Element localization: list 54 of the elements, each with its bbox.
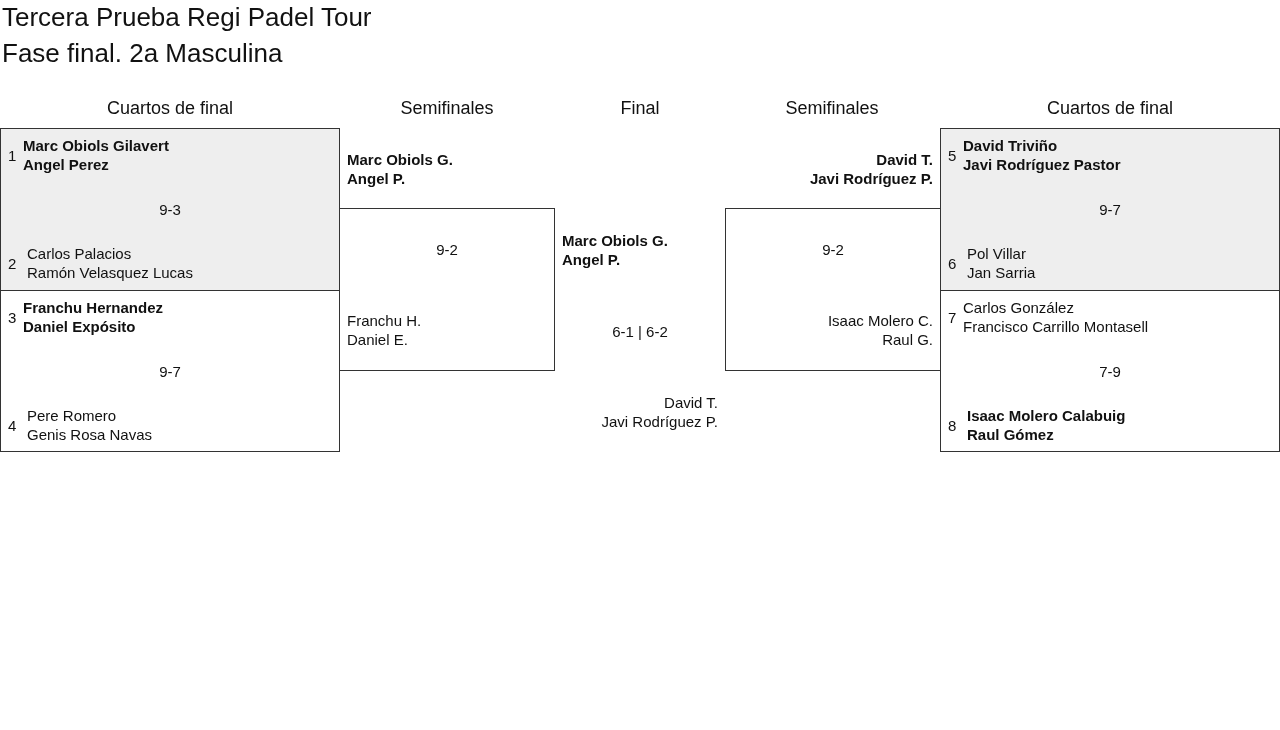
seed-number: 5 [948,146,957,165]
seed-number: 6 [948,254,957,273]
player-name: Angel Perez [23,155,109,174]
seed-number: 3 [8,308,17,327]
column-header: Semifinales [784,97,880,120]
column-header: Cuartos de final [1045,97,1175,120]
match-box [940,128,1280,291]
match-score: 9-2 [435,240,459,259]
player-name: Angel P. [347,169,406,188]
player-name: Isaac Molero Calabuig [967,406,1126,425]
column-header: Cuartos de final [105,97,235,120]
seed-number: 1 [8,146,17,165]
player-name: Javi Rodríguez P. [809,169,933,188]
seed-number: 4 [8,416,17,435]
player-name: Marc Obiols G. [562,231,668,251]
match-score: 9-7 [1098,200,1122,219]
player-name: Javi Rodríguez P. [601,412,718,432]
match-score: 7-9 [1098,362,1122,381]
seed-number: 8 [948,416,957,435]
player-name: Javi Rodríguez Pastor [963,155,1121,174]
match-score: 9-2 [821,240,845,259]
player-name: Pol Villar [967,244,1026,263]
player-name: David T. [664,393,718,413]
seed-number: 2 [8,254,17,273]
player-name: Marc Obiols G. [347,150,453,169]
player-name: Genis Rosa Navas [27,425,153,444]
title: Tercera Prueba Regi Padel Tour [2,2,372,33]
player-name: Raul Gómez [967,425,1054,444]
column-header: Semifinales [399,97,495,120]
player-name: Carlos Palacios [27,244,132,263]
player-name: Carlos González [963,298,1074,317]
player-name: Franchu Hernandez [23,298,164,317]
player-name: Daniel E. [347,330,408,349]
player-name: Isaac Molero C. [827,311,933,330]
column-header: Final [619,97,661,120]
match-score: 9-3 [158,200,182,219]
match-score: 9-7 [158,362,182,381]
match-box [0,290,340,452]
player-name: Francisco Carrillo Montasell [963,317,1149,336]
player-name: Marc Obiols Gilavert [23,136,169,155]
player-name: Ramón Velasquez Lucas [27,263,193,282]
player-name: David Triviño [963,136,1058,155]
player-name: Franchu H. [347,311,422,330]
match-box [940,290,1280,452]
seed-number: 7 [948,308,957,327]
player-name: Daniel Expósito [23,317,136,336]
player-name: Pere Romero [27,406,117,425]
subtitle: Fase final. 2a Masculina [2,38,283,69]
player-name: Raul G. [882,330,933,349]
match-box [0,128,340,291]
match-score: 6-1 | 6-2 [611,322,669,342]
player-name: David T. [876,150,933,169]
player-name: Angel P. [562,250,621,270]
player-name: Jan Sarria [967,263,1036,282]
